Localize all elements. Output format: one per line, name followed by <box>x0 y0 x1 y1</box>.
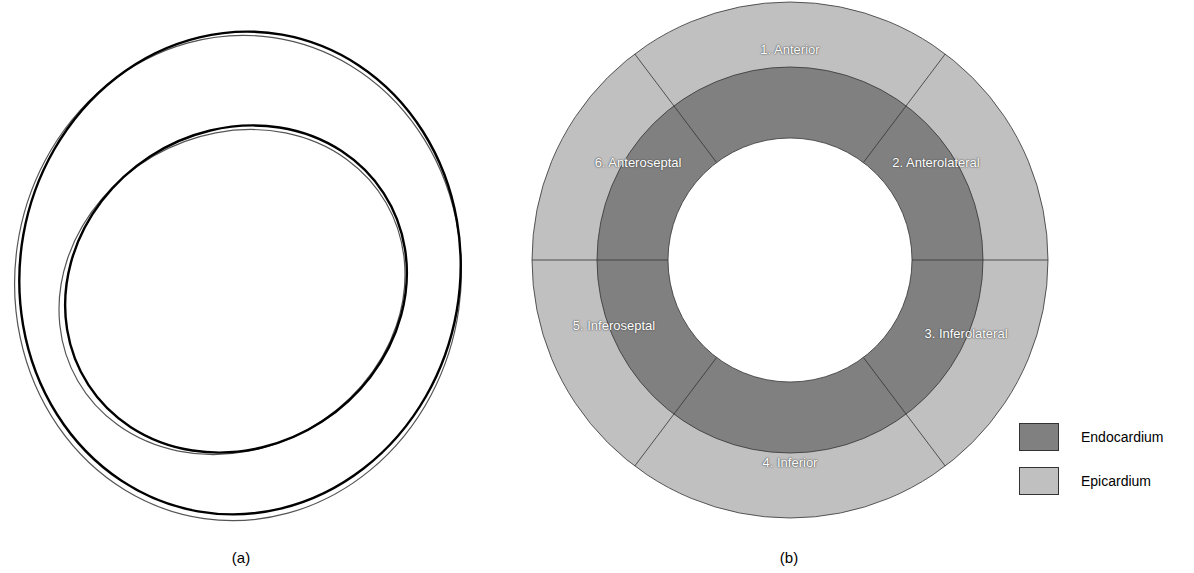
contour-figure <box>0 0 499 550</box>
segment-divider <box>863 54 945 163</box>
segment-label: 5. Inferoseptal <box>573 318 655 334</box>
outer-contour-thin <box>0 6 493 549</box>
panel-label: (a) <box>232 549 250 567</box>
segment-divider <box>635 54 717 163</box>
legend-entry: Epicardium <box>1019 467 1151 495</box>
segment-label: 1. Anterior <box>760 42 819 58</box>
legend-label: Endocardium <box>1081 429 1164 445</box>
segment-ring <box>532 2 1048 518</box>
segment-divider <box>863 358 945 467</box>
segment-divider <box>532 260 668 261</box>
legend-entry: Endocardium <box>1019 423 1164 451</box>
cavity <box>668 138 912 382</box>
segment-divider <box>635 358 717 467</box>
inner-contour-thick <box>2 61 469 518</box>
inner-contour-thin <box>0 67 465 517</box>
segment-divider <box>912 260 1048 261</box>
epicardium-ring <box>532 2 1048 518</box>
panel-label: (b) <box>780 549 798 567</box>
segment-label: 3. Inferolateral <box>924 326 1007 342</box>
legend-label: Epicardium <box>1081 473 1151 489</box>
segment-label: 4. Inferior <box>763 455 818 471</box>
outer-contour-thick <box>0 0 499 550</box>
legend-swatch <box>1019 467 1059 495</box>
legend-swatch <box>1019 423 1059 451</box>
segment-label: 6. Anteroseptal <box>595 155 682 171</box>
segment-label: 2. Anterolateral <box>892 155 979 171</box>
